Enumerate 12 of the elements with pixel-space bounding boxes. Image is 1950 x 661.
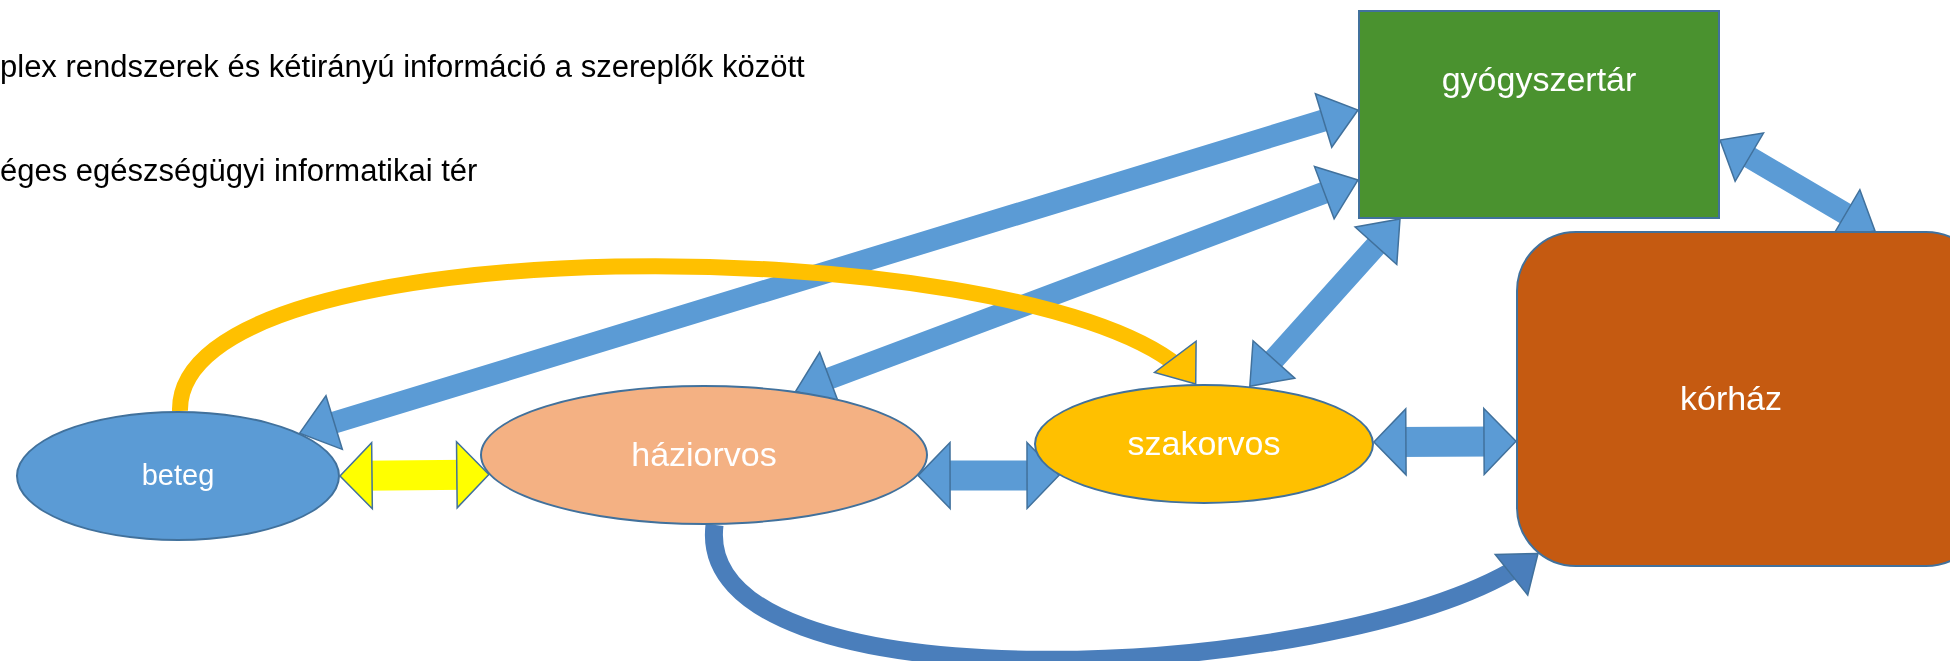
- double-arrow: [917, 441, 1060, 510]
- node-label: gyógyszertár: [1441, 60, 1637, 99]
- node-label: háziorvos: [631, 436, 777, 474]
- node-label: beteg: [141, 460, 215, 492]
- double-arrow: [339, 441, 490, 510]
- heading-text: plex rendszerek és kétirányú információ a szereplők között: [0, 48, 805, 86]
- node-label: szakorvos: [1127, 425, 1281, 463]
- double-arrow: [1373, 407, 1517, 476]
- heading-text: éges egészségügyi informatikai tér: [0, 152, 478, 190]
- node-label: kórház: [1679, 380, 1783, 418]
- actor-box: [1516, 231, 1950, 567]
- actor-box: [1358, 10, 1720, 219]
